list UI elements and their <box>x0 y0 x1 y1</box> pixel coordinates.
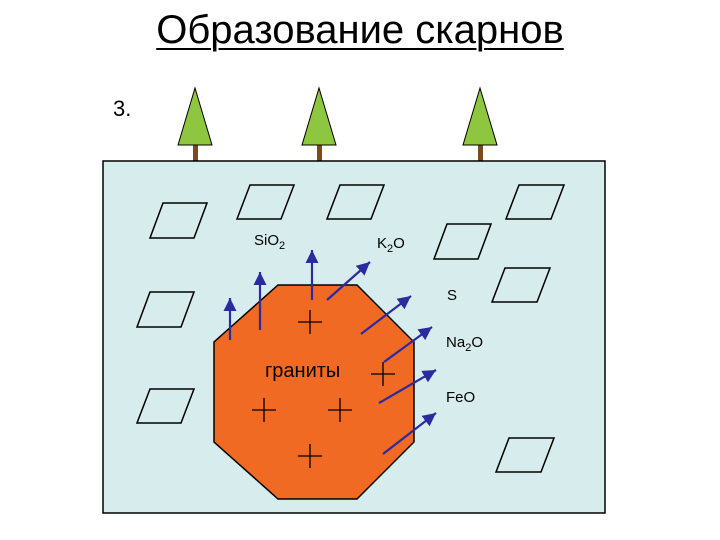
plus-icon <box>328 398 352 422</box>
label-na2o: Na2O <box>446 334 483 354</box>
granite-label: граниты <box>265 360 340 382</box>
arrow-icon <box>326 261 371 301</box>
crystal-icon <box>135 291 196 328</box>
crystal-icon <box>494 437 556 473</box>
migration-arrows <box>223 250 437 455</box>
arrow-icon <box>360 295 412 335</box>
label-feo: FeO <box>446 389 475 406</box>
label-sio2: SiO2 <box>254 232 285 252</box>
crystal-icon <box>148 202 209 239</box>
crystal-icon <box>504 184 566 220</box>
plus-icon <box>371 362 395 386</box>
tree-icon <box>177 86 213 162</box>
label-k2o: K2O <box>377 235 405 255</box>
granite-intrusion <box>213 284 415 500</box>
plus-icon <box>298 310 322 334</box>
page-title: Образование скарнов <box>156 8 564 52</box>
step-number: 3. <box>113 96 132 121</box>
crystal-icon <box>325 184 386 220</box>
plus-icon <box>298 444 322 468</box>
crystal-icon <box>432 223 493 260</box>
label-s: S <box>447 287 457 304</box>
crystal-icon <box>490 267 552 303</box>
crystal-icon <box>135 388 196 424</box>
crystals <box>135 184 566 473</box>
arrow-icon <box>382 412 437 455</box>
tree-icon <box>462 86 498 162</box>
crystal-icon <box>235 184 296 220</box>
arrow-icon <box>378 369 437 404</box>
plus-signs <box>252 310 395 468</box>
arrow-icon <box>383 326 433 363</box>
tree-icon <box>301 86 337 162</box>
plus-icon <box>252 398 276 422</box>
